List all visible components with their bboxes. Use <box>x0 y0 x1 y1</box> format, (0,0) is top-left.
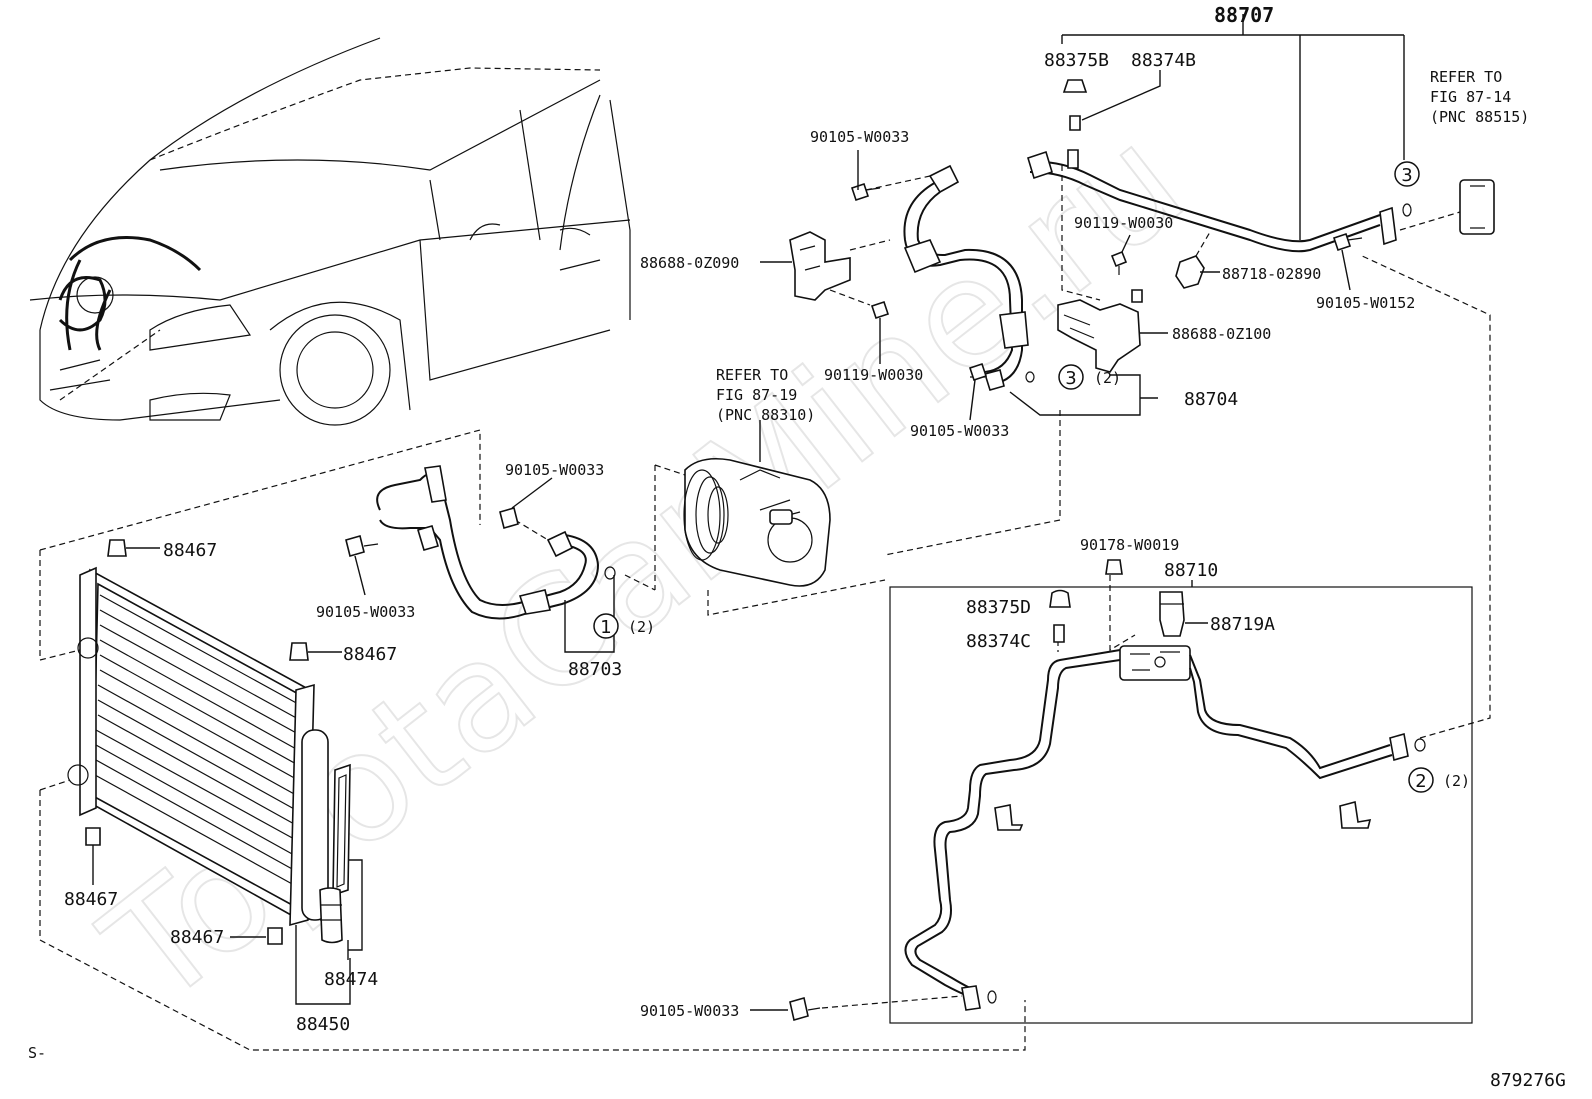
switch-88719A <box>1159 591 1185 637</box>
cap-88375B <box>1062 79 1088 93</box>
valve-core-88374C <box>1053 624 1065 643</box>
valve-core-88374B <box>1069 115 1081 131</box>
label-88375B: 88375B <box>1044 50 1109 71</box>
label-88707: 88707 <box>1214 3 1274 27</box>
pipe-88707-group <box>1027 14 1495 301</box>
label-90105-W0033-left: 90105-W0033 <box>316 603 415 621</box>
label-88374B: 88374B <box>1131 50 1196 71</box>
label-refer-87-19-line2: FIG 87-19 <box>716 386 797 404</box>
label-88375D: 88375D <box>966 597 1031 618</box>
label-90105-W0152: 90105-W0152 <box>1316 294 1415 312</box>
svg-text:1: 1 <box>600 617 611 638</box>
corner-mark: S- <box>28 1044 46 1062</box>
clip-88718-02890 <box>1175 255 1205 289</box>
pipe-88710-group <box>889 254 1491 1024</box>
callout-2: 2 (2) <box>1408 767 1470 793</box>
label-88450: 88450 <box>296 1014 350 1035</box>
svg-text:(2): (2) <box>1094 369 1121 387</box>
label-refer-87-19-line3: (PNC 88310) <box>716 406 815 424</box>
svg-text:(2): (2) <box>1443 772 1470 790</box>
callout-3-top: 3 <box>1394 161 1420 187</box>
bracket-88688-0Z100 <box>1057 289 1168 373</box>
hose-88703-group <box>376 465 656 653</box>
label-refer-87-14-line1: REFER TO <box>1430 68 1502 86</box>
label-90105-W0033-bottom: 90105-W0033 <box>640 1002 739 1020</box>
label-90119-W0030-left: 90119-W0030 <box>824 366 923 384</box>
label-88467-a: 88467 <box>163 540 217 561</box>
bracket-88688-0Z090 <box>760 231 891 306</box>
label-90105-W0033-top: 90105-W0033 <box>810 128 909 146</box>
svg-text:3: 3 <box>1401 165 1412 186</box>
label-88467-c: 88467 <box>64 889 118 910</box>
label-90105-W0033-comp: 90105-W0033 <box>505 461 604 479</box>
svg-text:(2): (2) <box>628 618 655 636</box>
label-88474: 88474 <box>324 969 378 990</box>
callout-3-mid: 3 (2) <box>1058 364 1121 390</box>
watermark: ToyotaCarMine.ru <box>74 94 1215 1038</box>
bolt-90105-W0033-comp <box>499 507 519 529</box>
cap-88375D <box>1049 589 1071 608</box>
svg-text:3: 3 <box>1065 368 1076 389</box>
compressor-illustration <box>654 410 1061 616</box>
label-88718-02890: 88718-02890 <box>1222 265 1321 283</box>
label-88703: 88703 <box>568 659 622 680</box>
label-refer-87-14-line3: (PNC 88515) <box>1430 108 1529 126</box>
label-88467-b: 88467 <box>343 644 397 665</box>
hose-88704-group <box>865 164 1158 416</box>
vehicle-illustration <box>29 37 631 426</box>
label-88688-0Z100: 88688-0Z100 <box>1172 325 1271 343</box>
label-88467-d: 88467 <box>170 927 224 948</box>
label-88719A: 88719A <box>1210 614 1275 635</box>
label-88374C: 88374C <box>966 631 1031 652</box>
callout-1: 1 (2) <box>593 613 655 639</box>
bolts-top <box>850 150 1363 421</box>
svg-text:2: 2 <box>1415 771 1426 792</box>
label-88710: 88710 <box>1164 560 1218 581</box>
nut-90178-W0019 <box>1105 559 1123 575</box>
label-90178-W0019: 90178-W0019 <box>1080 536 1179 554</box>
label-88688-0Z090: 88688-0Z090 <box>640 254 739 272</box>
label-refer-87-19-line1: REFER TO <box>716 366 788 384</box>
figure-code: 879276G <box>1490 1070 1566 1091</box>
label-88704: 88704 <box>1184 389 1238 410</box>
condenser-illustration <box>39 429 1026 1051</box>
label-90105-W0033-mid: 90105-W0033 <box>910 422 1009 440</box>
bolt-90105-W0033-left <box>345 535 365 557</box>
label-refer-87-14-line2: FIG 87-14 <box>1430 88 1511 106</box>
label-90119-W0030-right: 90119-W0030 <box>1074 214 1173 232</box>
bolt-90105-W0033-bottom <box>789 996 809 1022</box>
